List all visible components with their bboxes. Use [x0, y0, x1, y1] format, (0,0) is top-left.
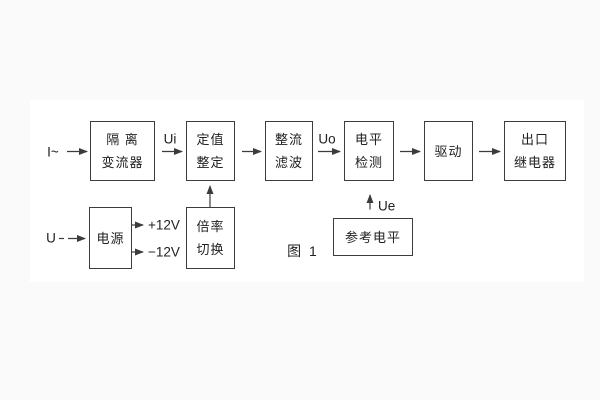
block-isolation-line2: 变流器 [101, 155, 144, 170]
block-ratio-line1: 倍率 [196, 219, 225, 234]
block-isolation-transducer: 隔 离 变流器 [90, 121, 155, 181]
signal-plus12-label: +12V [148, 217, 180, 233]
block-drive-line1: 驱动 [434, 143, 463, 159]
block-rectifier-line1: 整流 [274, 132, 303, 147]
block-rectifier-line2: 滤波 [274, 155, 303, 170]
block-ratio-switch: 倍率 切换 [186, 207, 235, 269]
block-power-supply: 电源 [89, 207, 132, 269]
signal-minus12-label: −12V [148, 244, 180, 260]
block-level-line1: 电平 [354, 132, 383, 147]
signal-ui-label: Ui [163, 131, 177, 147]
block-relay-line2: 继电器 [513, 155, 556, 170]
block-output-relay: 出口 继电器 [504, 121, 566, 181]
current-input-label: I~ [47, 144, 59, 160]
block-relay-line1: 出口 [520, 132, 549, 147]
figure-caption: 图 1 [287, 243, 319, 259]
block-setpoint-adjust: 定值 整定 [186, 121, 235, 181]
block-drive: 驱动 [424, 121, 473, 181]
signal-ue-label: Ue [378, 198, 396, 214]
block-ratio-line2: 切换 [196, 242, 225, 257]
block-setpoint-line2: 整定 [196, 155, 225, 170]
block-level-line2: 检测 [354, 155, 383, 170]
block-reference-line1: 参考电平 [344, 229, 401, 245]
voltage-input-label: U [46, 230, 56, 246]
block-level-detect: 电平 检测 [344, 121, 394, 181]
block-power-line1: 电源 [96, 230, 125, 246]
block-rectifier-filter: 整流 滤波 [265, 121, 313, 181]
signal-uo-label: Uo [318, 131, 336, 147]
block-reference-level: 参考电平 [333, 218, 413, 256]
block-isolation-line1: 隔 离 [106, 132, 139, 147]
block-setpoint-line1: 定值 [196, 132, 225, 147]
